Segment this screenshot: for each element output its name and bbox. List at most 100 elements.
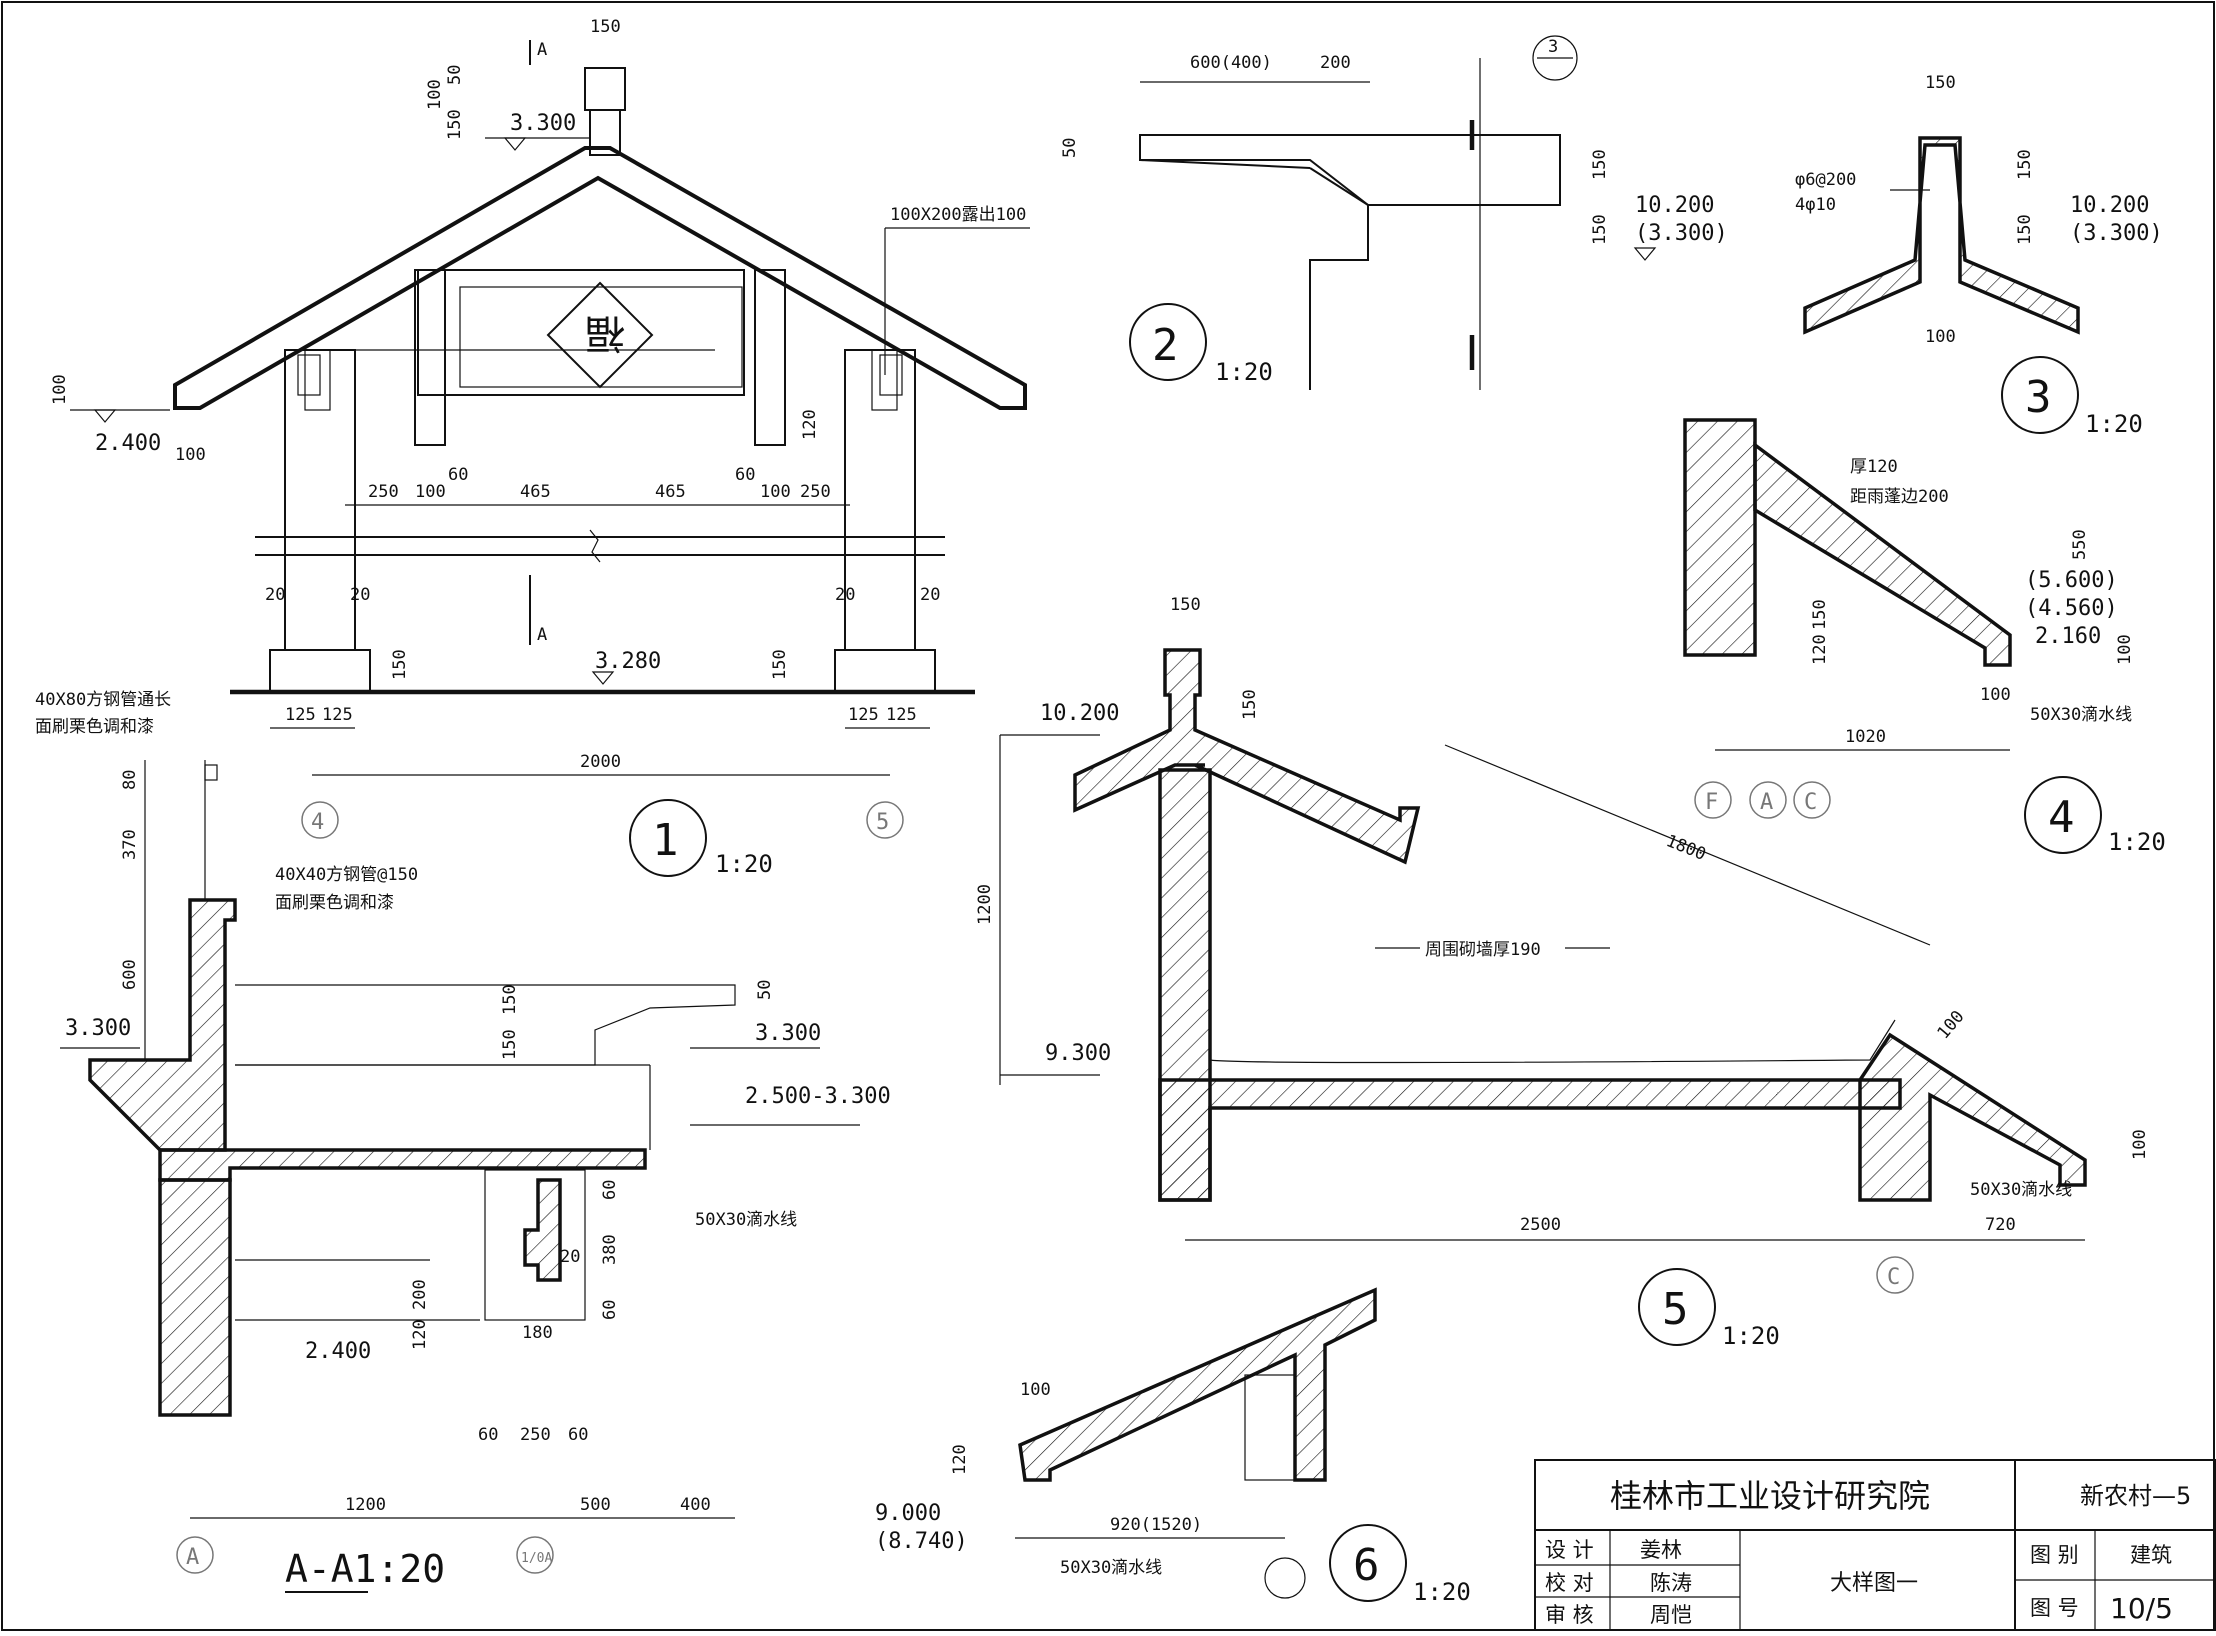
dim: 250 — [520, 1425, 551, 1445]
dim: 2500 — [1520, 1215, 1561, 1235]
dim: 100 — [415, 482, 446, 502]
dim: 465 — [655, 482, 686, 502]
eave-section — [1018, 1287, 1377, 1482]
section-mark: A — [537, 625, 547, 645]
dim: 150 — [1925, 73, 1956, 93]
dim: 370 — [120, 829, 140, 860]
elevation-label: 2.500-3.300 — [745, 1084, 891, 1109]
dim: 150 — [1240, 689, 1260, 720]
dim: 150 — [1590, 214, 1610, 245]
dim: 20 — [920, 585, 940, 605]
elevation-label: 3.300 — [65, 1016, 131, 1041]
detail-number-circle — [629, 799, 707, 877]
axis-label: 1/0A — [521, 1551, 552, 1566]
dim: 250 — [800, 482, 831, 502]
dim: 150 — [500, 1029, 520, 1060]
dim: 100 — [2115, 634, 2135, 665]
dim: 150 — [590, 17, 621, 37]
dim: 150 — [390, 649, 410, 680]
dim: 380 — [600, 1234, 620, 1265]
dim: 100 — [760, 482, 791, 502]
overall-dim: 2000 — [580, 752, 621, 772]
signboard-frame — [417, 269, 745, 396]
dim: 100 — [50, 374, 70, 405]
project-name: 新农村—5 — [2080, 1482, 2191, 1510]
axis-label: F — [1705, 790, 1718, 815]
dim: 920(1520) — [1110, 1515, 1202, 1535]
dim: 60 — [600, 1300, 620, 1320]
dim: 150 — [1170, 595, 1201, 615]
base-right — [834, 649, 936, 693]
axis-bubble — [1264, 1557, 1306, 1599]
dim: 100 — [2130, 1129, 2150, 1160]
dim: 100 — [1980, 685, 2011, 705]
ridge-post — [589, 109, 621, 156]
dim: 200 — [1320, 53, 1351, 73]
ref-label: 3 — [1548, 37, 1558, 57]
canopy-slab — [1753, 441, 2012, 667]
elevation-label: 3.300 — [755, 1021, 821, 1046]
axis-label: C — [1887, 1265, 1900, 1290]
detail-number: 4 — [2048, 792, 2075, 843]
detail-number-circle — [1329, 1524, 1407, 1602]
detail-number-circle — [1129, 303, 1207, 381]
dim: 600(400) — [1190, 53, 1272, 73]
dim: 20 — [265, 585, 285, 605]
axis-label: 5 — [876, 810, 889, 835]
detail-number: 2 — [1152, 320, 1179, 371]
dim: 150 — [2015, 214, 2035, 245]
elevation-label: (8.740) — [875, 1529, 968, 1554]
row-label: 校 对 — [1545, 1571, 1594, 1595]
number-value: 10/5 — [2110, 1592, 2173, 1625]
dim: 150 — [1810, 599, 1830, 630]
dim: 150 — [500, 984, 520, 1015]
dim: 60 — [478, 1425, 498, 1445]
category-label: 图 别 — [2030, 1543, 2079, 1567]
dim: 180 — [522, 1323, 553, 1343]
note: 50X30滴水线 — [2030, 705, 2132, 725]
elevation-label: 2.400 — [305, 1339, 371, 1364]
note: 面刷栗色调和漆 — [35, 717, 154, 737]
note: 距雨蓬边200 — [1850, 487, 1949, 507]
ridge-section — [1803, 136, 2080, 335]
base-left — [269, 649, 371, 693]
diamond-ornament — [546, 281, 654, 389]
axis-label: C — [1804, 790, 1817, 815]
elevation-label: (5.600) — [2025, 568, 2118, 593]
dim: 550 — [2070, 529, 2090, 560]
axis-bubble — [1694, 781, 1732, 819]
note: 厚120 — [1850, 457, 1898, 477]
axis-label: A — [1760, 790, 1773, 815]
detail-scale: 1:20 — [1413, 1578, 1471, 1606]
dim: 125 — [322, 705, 353, 725]
note: 50X30滴水线 — [1970, 1180, 2072, 1200]
ridge-section — [1073, 648, 1421, 865]
wall-section — [158, 1178, 232, 1417]
axis-bubble — [1793, 781, 1831, 819]
section-aa: 40X80方钢管通长 面刷栗色调和漆 40X40方钢管@150 面刷栗色调和漆 … — [35, 690, 891, 1593]
dim: 125 — [886, 705, 917, 725]
axis-bubble — [866, 801, 904, 839]
dim: 500 — [580, 1495, 611, 1515]
dim: 150 — [770, 649, 790, 680]
dim: 1200 — [975, 884, 995, 925]
detail-scale: 1:20 — [715, 850, 773, 878]
dim: 20 — [835, 585, 855, 605]
dim: 50 — [755, 980, 775, 1000]
dim: 465 — [520, 482, 551, 502]
row-name: 陈涛 — [1650, 1571, 1692, 1595]
dim: 150 — [2015, 149, 2035, 180]
detail-scale: 1:20 — [2085, 410, 2143, 438]
dim: 600 — [120, 959, 140, 990]
wall-section — [1683, 418, 1757, 657]
note: 面刷栗色调和漆 — [275, 893, 394, 913]
detail-number-circle — [1638, 1268, 1716, 1346]
elevation-label: (3.300) — [1635, 221, 1728, 246]
axis-label: 4 — [311, 810, 324, 835]
elevation-label: 10.200 — [1635, 193, 1714, 218]
category-value: 建筑 — [2130, 1543, 2172, 1567]
dim: 100 — [175, 445, 206, 465]
dim: 60 — [735, 465, 755, 485]
dim: 150 — [445, 109, 465, 140]
